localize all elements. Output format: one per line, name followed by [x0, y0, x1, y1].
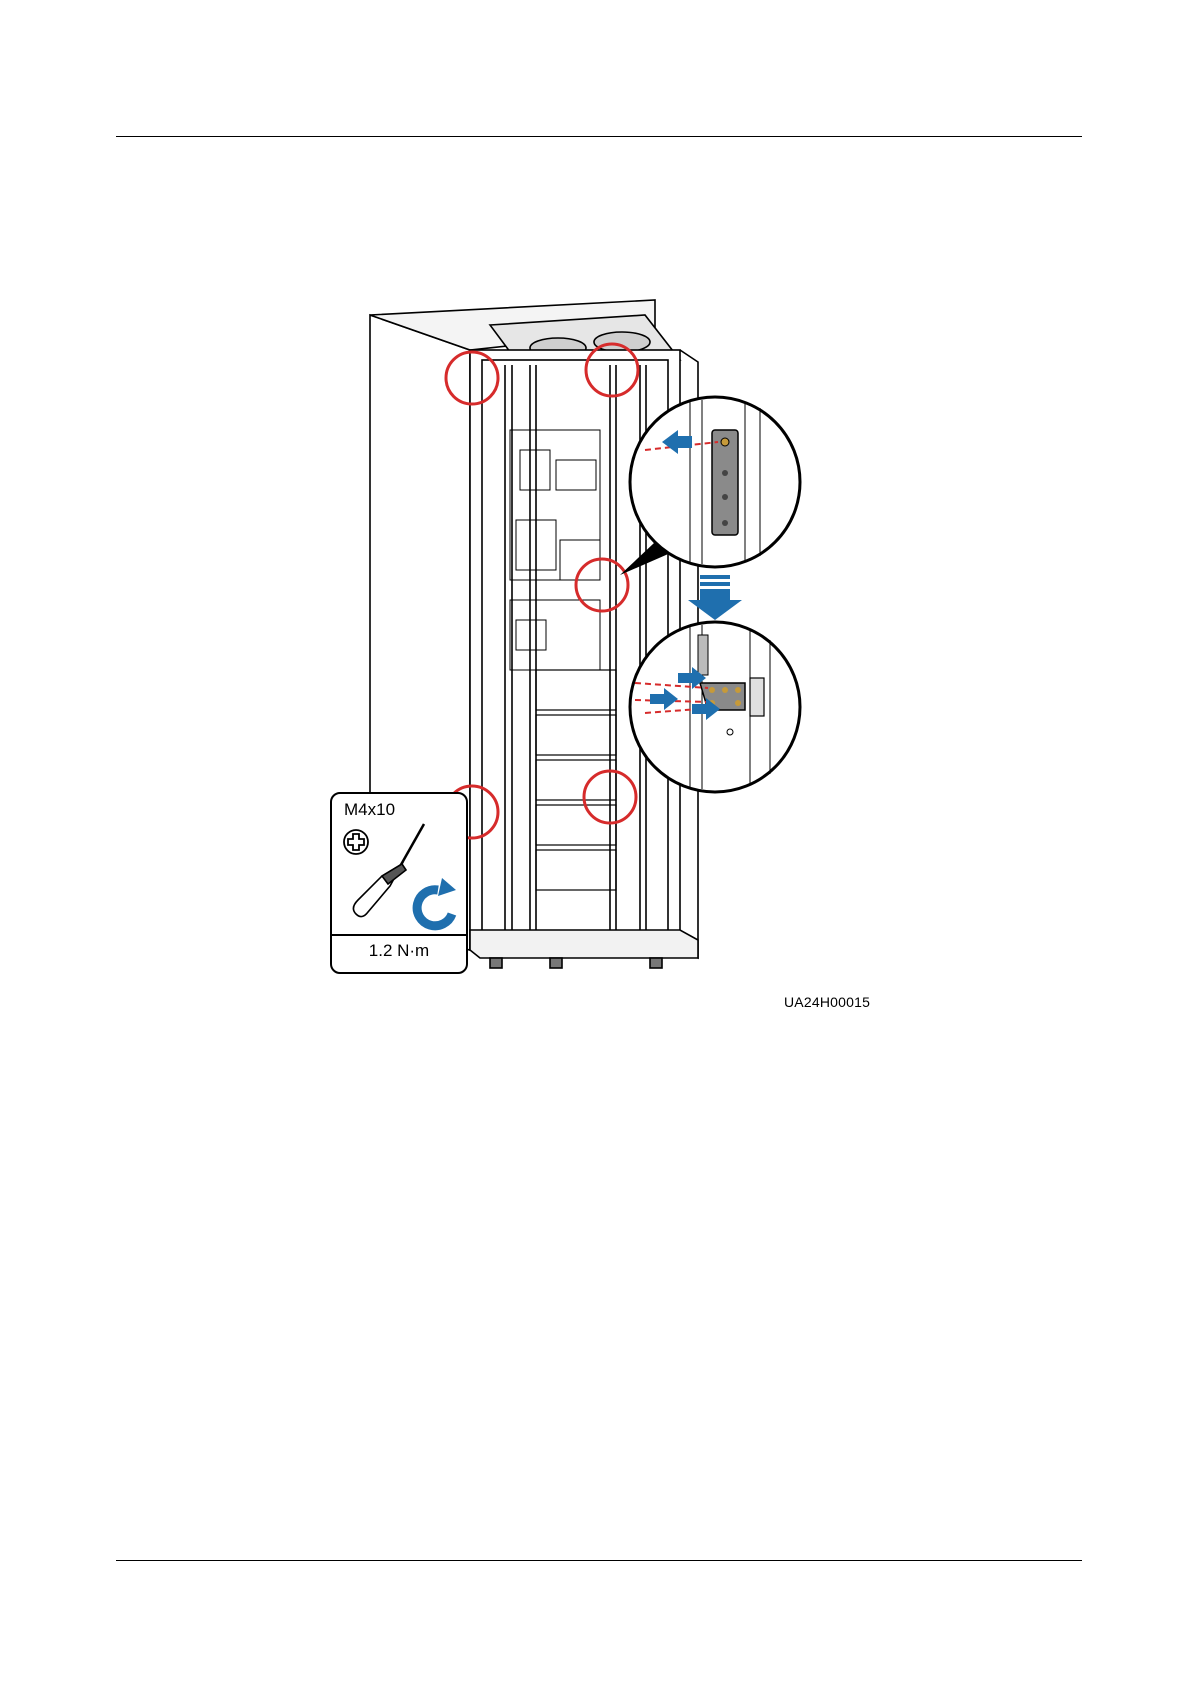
torque-label: 1.2 N·m — [332, 941, 466, 961]
detail-view-removal — [630, 397, 800, 567]
cabinet-base — [470, 930, 698, 958]
phillips-cross-icon — [344, 830, 368, 854]
tool-info-card: M4x10 1.2 N·m — [330, 792, 468, 974]
footer-rule — [116, 1560, 1082, 1561]
clockwise-rotation-icon — [417, 878, 456, 926]
card-divider — [332, 934, 466, 936]
detail-view-install — [630, 622, 800, 792]
header-rule — [116, 136, 1082, 137]
fan-right — [594, 332, 650, 352]
figure-id: UA24H00015 — [784, 994, 870, 1010]
step-down-arrow-icon — [688, 575, 742, 620]
